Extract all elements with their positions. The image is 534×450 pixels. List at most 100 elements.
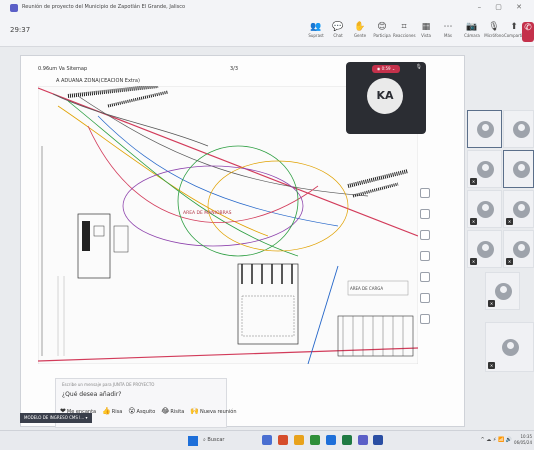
people-button[interactable]: 👥Suprast <box>305 21 327 39</box>
teams-app-icon <box>10 4 18 12</box>
maneuver-circle-purple <box>122 165 304 247</box>
mic-muted-icon: 🎙 <box>415 64 422 70</box>
share-icon: ⬆ <box>510 22 518 32</box>
view-button[interactable]: ▦Vista <box>415 21 437 39</box>
system-tray[interactable]: ^ ☁ ⚡ 📶 🔊 <box>480 437 512 443</box>
building-center <box>237 263 299 345</box>
settings-icon[interactable] <box>420 314 430 324</box>
route-green <box>67 100 299 257</box>
participant-gallery: ✕ ✕ ✕ ✕ ✕ ✕ ✕ <box>463 100 534 420</box>
reaction-love[interactable]: ❤Me encanta <box>60 407 97 415</box>
taskbar-search[interactable]: ⌕ Buscar <box>203 437 225 443</box>
chat-question[interactable]: ¿Qué desea añadir? <box>62 391 122 398</box>
rotate-icon[interactable] <box>420 251 430 261</box>
window-title: Reunión de proyecto del Municipio de Zap… <box>22 4 186 10</box>
folder-icon[interactable] <box>293 435 304 445</box>
road-edge <box>52 93 209 147</box>
participant-tile[interactable]: ✕ <box>503 190 534 228</box>
person-avatar-icon <box>477 201 494 218</box>
page-indicator: 3/3 <box>230 66 239 72</box>
left-lanes <box>57 276 65 356</box>
route-yellow <box>57 105 269 237</box>
boundary-line-bottom <box>38 347 418 362</box>
rooms-icon: ⌗ <box>401 22 407 32</box>
laughing-face-icon: 😂 <box>161 407 170 415</box>
person-avatar-icon <box>513 161 530 178</box>
smile-icon: 😊 <box>377 22 387 32</box>
viewer-side-tools <box>420 188 432 335</box>
taskbar-apps <box>262 435 387 447</box>
area-carga-box <box>347 280 409 296</box>
presenter-video-tile[interactable]: ◉ 0:59 ⌄ 🎙 KA <box>346 62 426 134</box>
site-plan-drawing: AREA DE MANIOBRAS AREA DE CARGA <box>38 86 418 364</box>
windows-start-icon[interactable] <box>188 436 198 446</box>
windows-taskbar: ⌕ Buscar ^ ☁ ⚡ 📶 🔊 10:35 06/05/24 <box>0 430 534 450</box>
participant-tile[interactable] <box>503 110 534 148</box>
fit-page-icon[interactable] <box>420 230 430 240</box>
raise-hand-button[interactable]: ✋Gente <box>349 21 371 39</box>
taskbar-clock[interactable]: 10:35 06/05/24 <box>514 434 532 445</box>
person-avatar-icon <box>513 121 530 138</box>
document-subtitle: A ADUANA ZONA(CEACION Extra) <box>56 78 140 84</box>
map-label-maniobras: AREA DE MANIOBRAS <box>183 210 232 216</box>
route-red <box>87 125 319 223</box>
zoom-in-icon[interactable] <box>420 188 430 198</box>
react-button[interactable]: 😊Participa <box>371 21 393 39</box>
recording-badge: ◉ 0:59 ⌄ <box>372 65 400 73</box>
route-gray <box>77 95 369 197</box>
muted-icon: ✕ <box>488 362 495 369</box>
person-avatar-icon <box>477 161 494 178</box>
share-button[interactable]: ⬆Compartir <box>503 22 525 38</box>
more-button[interactable]: ⋯Más <box>437 21 459 39</box>
person-avatar-icon <box>513 201 530 218</box>
participant-tile[interactable]: ✕ <box>467 190 502 228</box>
camera-button[interactable]: 📷Cámara <box>461 21 483 39</box>
teams-icon[interactable] <box>357 435 368 445</box>
parking-block-top <box>67 86 169 108</box>
muted-icon: ✕ <box>506 258 513 265</box>
participant-tile[interactable]: ✕ <box>485 322 534 372</box>
person-avatar-icon <box>477 241 494 258</box>
taskbar-app-icon[interactable] <box>262 435 272 445</box>
taskbar-app-icon[interactable] <box>277 435 288 445</box>
excel-icon[interactable] <box>341 435 352 445</box>
browser-icon[interactable] <box>325 435 336 445</box>
participant-tile[interactable] <box>467 110 502 148</box>
participant-tile[interactable]: ✕ <box>503 230 534 268</box>
zoom-out-icon[interactable] <box>420 209 430 219</box>
muted-icon: ✕ <box>506 218 513 225</box>
shared-window-label[interactable]: MODELO DE INGRESO CMS I... ▾ <box>20 413 92 423</box>
parking-block-right <box>347 169 409 198</box>
print-icon[interactable] <box>420 272 430 282</box>
reaction-laugh[interactable]: 👍Risa <box>102 407 123 415</box>
reaction-giggle[interactable]: 😂Risita <box>161 407 185 415</box>
participant-tile[interactable]: ✕ <box>467 150 502 188</box>
meeting-toolbar: 29:37 👥Suprast 💬Chat ✋Gente 😊Participa ⌗… <box>0 16 534 47</box>
camera-icon: 📷 <box>466 22 478 32</box>
ellipsis-icon: ⋯ <box>443 22 453 32</box>
muted-icon: ✕ <box>470 258 477 265</box>
taskbar-app-icon[interactable] <box>373 435 384 445</box>
person-avatar-icon <box>495 283 512 300</box>
chat-icon: 💬 <box>332 22 344 32</box>
microphone-icon: 🎙 <box>488 22 500 32</box>
person-avatar-icon <box>513 241 530 258</box>
chat-button[interactable]: 💬Chat <box>327 21 349 39</box>
chat-hint: Escribe un mensaje para JUNTA DE PROYECT… <box>62 382 155 387</box>
rooms-button[interactable]: ⌗Reacciones <box>393 22 416 38</box>
meeting-timer: 29:37 <box>10 26 31 34</box>
leave-button[interactable]: ✆ <box>522 22 534 42</box>
mic-button[interactable]: 🎙Micrófono <box>484 22 504 38</box>
window-controls[interactable]: – ▢ ✕ <box>477 3 528 11</box>
reaction-new-meeting[interactable]: 🙌Nueva reunión <box>190 407 237 415</box>
download-icon[interactable] <box>420 293 430 303</box>
participant-tile[interactable]: ✕ <box>485 272 520 310</box>
window-titlebar: Reunión de proyecto del Municipio de Zap… <box>0 0 534 17</box>
reaction-bar: ❤Me encanta 👍Risa 😮Asquito 😂Risita 🙌Nuev… <box>60 407 241 415</box>
participant-tile[interactable]: ✕ <box>467 230 502 268</box>
reaction-surprise[interactable]: 😮Asquito <box>128 407 156 415</box>
maneuver-circle-yellow <box>207 160 349 252</box>
person-avatar-icon <box>477 121 494 138</box>
participant-tile[interactable] <box>503 150 534 188</box>
taskbar-app-icon[interactable] <box>309 435 320 445</box>
